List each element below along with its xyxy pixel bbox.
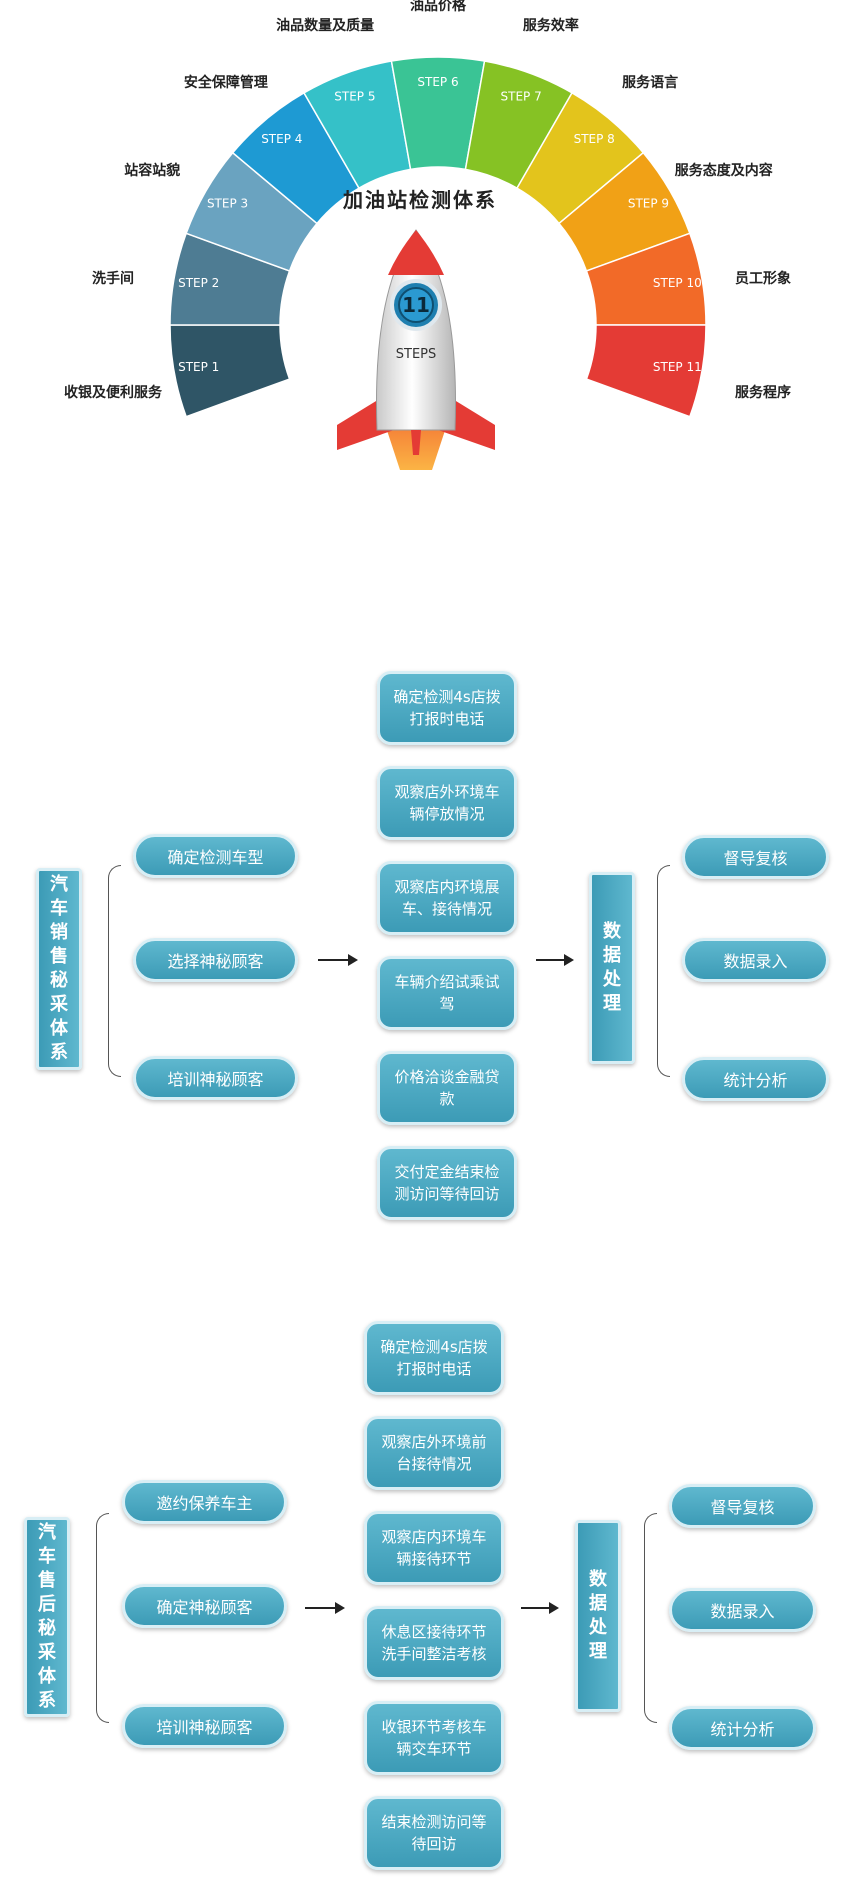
flow1-title-box: 汽车销售秘采体系 xyxy=(36,868,82,1070)
arc-outer-label: 服务效率 xyxy=(522,17,579,34)
flow1-arrow-1 xyxy=(318,954,358,966)
arc-outer-label: 服务程序 xyxy=(734,385,791,402)
flow1-step-box: 观察店内环境展车、接待情况 xyxy=(377,861,517,935)
rocket-step-count: 11 xyxy=(402,293,430,317)
flow1-process-box: 数据处理 xyxy=(589,872,635,1064)
flow2-step-box: 结束检测访问等待回访 xyxy=(364,1796,504,1870)
flow2-arrow-2 xyxy=(521,1602,559,1614)
flow2-right-item: 督导复核 xyxy=(669,1484,816,1528)
gauge-title: 加油站检测体系 xyxy=(342,188,497,212)
arc-step-label: STEP 7 xyxy=(501,90,542,104)
flow2-title-box: 汽车售后秘采体系 xyxy=(24,1517,70,1717)
arc-step-label: STEP 6 xyxy=(417,75,458,89)
flow1-step-box: 车辆介绍试乘试驾 xyxy=(377,956,517,1030)
arc-step-label: STEP 9 xyxy=(628,197,669,211)
arc-outer-label: 服务语言 xyxy=(622,75,679,92)
flow2-left-item: 确定神秘顾客 xyxy=(122,1584,287,1628)
arc-outer-label: 安全保障管理 xyxy=(183,75,268,92)
arc-outer-label: 站容站貌 xyxy=(124,163,181,179)
arc-outer-label: 服务态度及内容 xyxy=(674,163,773,179)
arc-step-label: STEP 5 xyxy=(334,90,375,104)
arc-step-label: STEP 2 xyxy=(178,276,219,290)
flow1-left-item: 培训神秘顾客 xyxy=(133,1056,298,1100)
flow2-left-bracket xyxy=(96,1513,109,1723)
arc-segment xyxy=(585,324,707,418)
flow1-right-item: 统计分析 xyxy=(682,1057,829,1101)
flow1-step-box: 交付定金结束检测访问等待回访 xyxy=(377,1146,517,1220)
arc-step-label: STEP 3 xyxy=(207,197,248,211)
flow1-right-bracket xyxy=(657,865,670,1077)
flow1-right-item: 数据录入 xyxy=(682,938,829,982)
flow2-right-item: 数据录入 xyxy=(669,1588,816,1632)
rocket-caption: STEPS xyxy=(396,347,437,362)
arc-step-label: STEP 10 xyxy=(653,276,702,290)
flow2-arrow-1 xyxy=(305,1602,345,1614)
flow2-step-box: 观察店内环境车辆接待环节 xyxy=(364,1511,504,1585)
rocket-icon xyxy=(337,229,495,470)
arc-step-label: STEP 8 xyxy=(574,132,615,146)
flow1-left-item: 选择神秘顾客 xyxy=(133,938,298,982)
flow1-arrow-2 xyxy=(536,954,574,966)
flow2-step-box: 收银环节考核车辆交车环节 xyxy=(364,1701,504,1775)
flow1-right-item: 督导复核 xyxy=(682,835,829,879)
flow2-left-item: 邀约保养车主 xyxy=(122,1480,287,1524)
arc-outer-label: 油品价格 xyxy=(410,0,466,14)
arc-step-label: STEP 11 xyxy=(653,360,702,374)
flow2-step-box: 确定检测4s店拨打报时电话 xyxy=(364,1321,504,1395)
arc-outer-label: 洗手间 xyxy=(92,270,134,287)
flow2-right-item: 统计分析 xyxy=(669,1706,816,1750)
flow2-process-box: 数据处理 xyxy=(575,1520,621,1712)
arc-outer-label: 收银及便利服务 xyxy=(64,385,162,402)
gauge-diagram: STEP 1 STEP 2 STEP 3 STEP 4 STEP 5 STEP 6 STEP… xyxy=(169,56,707,470)
arc-outer-label: 油品数量及质量 xyxy=(276,17,375,34)
flow1-step-box: 确定检测4s店拨打报时电话 xyxy=(377,671,517,745)
flow1-left-bracket xyxy=(108,865,121,1077)
flow2-right-bracket xyxy=(644,1513,657,1723)
flow2-step-box: 观察店外环境前台接待情况 xyxy=(364,1416,504,1490)
arc-step-label: STEP 1 xyxy=(178,360,219,374)
arc-step-label: STEP 4 xyxy=(261,132,302,146)
flow2-step-box: 休息区接待环节洗手间整洁考核 xyxy=(364,1606,504,1680)
flow1-step-box: 观察店外环境车辆停放情况 xyxy=(377,766,517,840)
flow2-left-item: 培训神秘顾客 xyxy=(122,1704,287,1748)
flow1-step-box: 价格洽谈金融贷款 xyxy=(377,1051,517,1125)
arc-outer-label: 员工形象 xyxy=(734,270,791,287)
flow1-left-item: 确定检测车型 xyxy=(133,834,298,878)
